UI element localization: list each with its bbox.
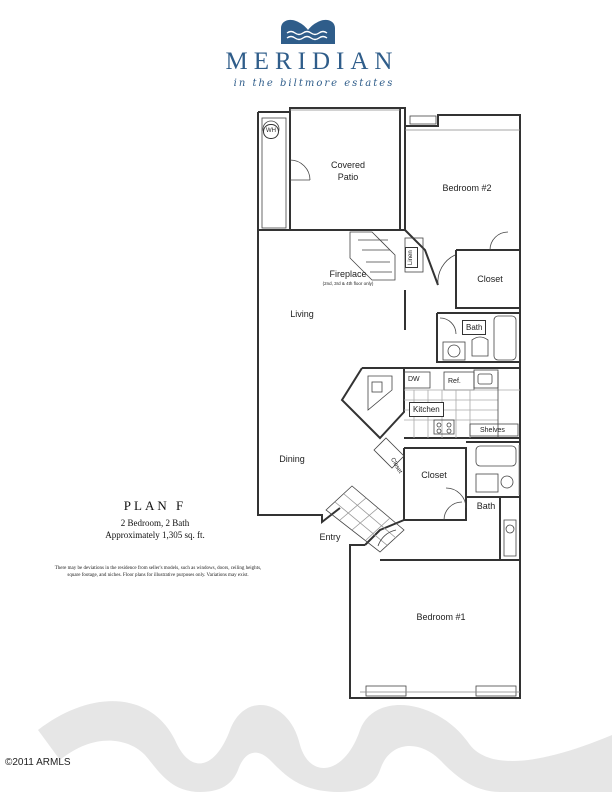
thin-details	[261, 109, 520, 697]
fireplace-note: (2nd, 3rd & 4th floor only)	[322, 281, 374, 286]
linen-label: Linen	[405, 247, 418, 268]
bath-upper-label: Bath	[462, 320, 487, 335]
brand-tagline: in the biltmore estates	[233, 78, 395, 89]
closet-lower-label: Closet	[421, 470, 447, 480]
dishwasher-label: DW	[408, 376, 420, 383]
plan-name: PLAN F	[123, 498, 187, 513]
water-heater-label: WH	[263, 124, 279, 139]
plan-rooms: 2 Bedroom, 2 Bath	[120, 518, 190, 528]
living-label: Living	[290, 309, 314, 319]
disclaimer-text: There may be deviations in the residence…	[54, 566, 262, 578]
bath-lower-label: Bath	[476, 501, 496, 511]
dining-label: Dining	[279, 454, 305, 464]
refrigerator-label: Ref.	[448, 378, 461, 385]
outer-walls	[257, 107, 521, 699]
plan-area: Approximately 1,305 sq. ft.	[105, 530, 205, 540]
bedroom-2-label: Bedroom #2	[442, 183, 492, 193]
kitchen-label: Kitchen	[409, 402, 444, 417]
covered-patio-label-line1: Covered	[330, 160, 366, 170]
closet-upper-label: Closet	[477, 274, 503, 284]
meridian-logo-icon	[281, 19, 335, 44]
brand-name: MERIDIAN	[225, 48, 399, 75]
covered-patio-label-line2: Patio	[337, 172, 359, 182]
copyright-notice: ©2011 ARMLS	[5, 757, 71, 768]
shelves-label: Shelves	[480, 427, 505, 434]
entry-label: Entry	[319, 532, 341, 542]
fireplace-label: Fireplace	[329, 269, 367, 279]
bedroom-1-label: Bedroom #1	[416, 612, 466, 622]
